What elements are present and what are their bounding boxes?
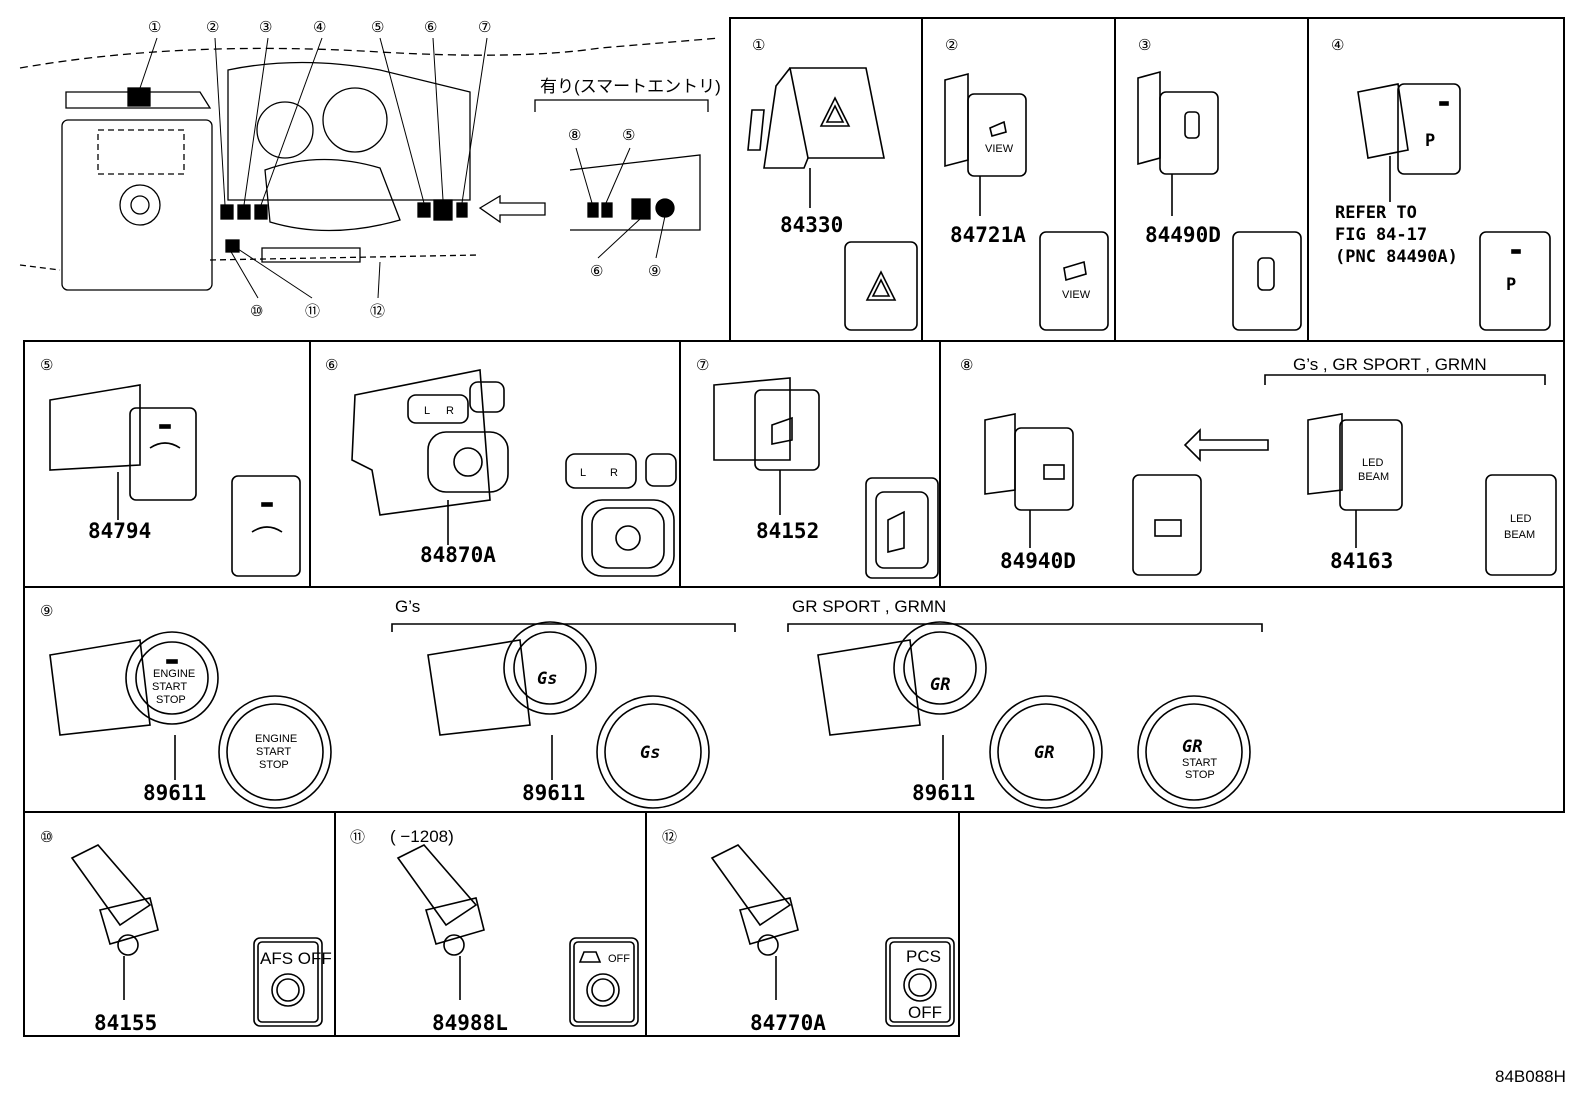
start-text-1: START <box>152 681 187 693</box>
panel-8-part-left: 84940D <box>1000 549 1076 573</box>
p8-switch-drawing <box>984 374 1557 576</box>
panel-8-part-right: 84163 <box>1330 549 1393 573</box>
panel-borders <box>23 17 1565 1037</box>
gs-logo-2: Gs <box>640 743 660 763</box>
inset-callout-5: ⑤ <box>622 127 635 144</box>
panel-2-switch-label: VIEW <box>985 143 1014 155</box>
group-gr-label: GR SPORT , GRMN <box>792 597 946 616</box>
p7-switch-drawing <box>713 377 939 579</box>
gr-stop-text: STOP <box>1185 769 1215 781</box>
p12-switch-drawing <box>710 844 955 1027</box>
panel-8-variant: G’s , GR SPORT , GRMN <box>1293 355 1487 374</box>
callout-10: ⑩ <box>250 303 263 320</box>
panel-11-index: ⑪ <box>350 829 365 846</box>
figure-code: 84B088H <box>1495 1067 1566 1086</box>
p3-switch-drawing <box>1137 70 1302 331</box>
callout-4: ④ <box>313 19 326 36</box>
stop-text-2: STOP <box>259 759 289 771</box>
mirror-switch-drawing <box>351 369 677 577</box>
callout-6: ⑥ <box>424 19 437 36</box>
panel-10-index: ⑩ <box>40 829 53 846</box>
panel-1-part: 84330 <box>780 213 843 237</box>
panel-11-off-label: OFF <box>608 953 630 965</box>
pcs-label: PCS <box>906 947 941 966</box>
panel-11-part: 84988L <box>432 1011 508 1035</box>
mirror-l-label: L <box>424 405 430 417</box>
view-switch-drawing <box>944 72 1109 331</box>
callout-2: ② <box>206 19 219 36</box>
panel-12-part: 84770A <box>750 1011 826 1035</box>
panel-4-refer-3: (PNC 84490A) <box>1335 247 1458 267</box>
panel-2-part: 84721A <box>950 223 1026 247</box>
callout-5: ⑤ <box>371 19 384 36</box>
panel-4-index: ④ <box>1331 37 1344 54</box>
panel-4-refer-2: FIG 84-17 <box>1335 225 1427 245</box>
p11-switch-drawing <box>396 844 639 1027</box>
group-gs-label: G’s <box>395 597 420 616</box>
gs-logo-1: Gs <box>537 669 557 689</box>
engine-text-1: ENGINE <box>153 668 195 680</box>
stop-text-1: STOP <box>156 694 186 706</box>
gr-logo-2: GR <box>1034 743 1054 763</box>
start-button-part-1: 89611 <box>143 781 206 805</box>
panel-5-index: ⑤ <box>40 357 53 374</box>
mirror-r-label: R <box>446 405 454 417</box>
panel-4-switch-label: P <box>1425 131 1435 151</box>
panel-2-index: ② <box>945 37 958 54</box>
p5-switch-drawing <box>49 384 301 577</box>
gr-logo-1: GR <box>930 675 950 695</box>
panel-2-label: VIEW <box>1062 289 1091 301</box>
callout-3: ③ <box>259 19 272 36</box>
callout-1: ① <box>148 19 161 36</box>
led-label-2: BEAM <box>1504 529 1535 541</box>
callout-7: ⑦ <box>478 19 491 36</box>
led-switch-label-2: BEAM <box>1358 471 1389 483</box>
panel-12-index: ⑫ <box>662 829 677 846</box>
panel-11-note: ( −1208) <box>390 827 454 846</box>
mirror-l-label-2: L <box>580 467 586 479</box>
afs-off-label: AFS OFF <box>260 949 332 968</box>
hazard-switch-drawing <box>747 67 918 331</box>
led-switch-label-1: LED <box>1362 457 1383 469</box>
callout-11: ⑪ <box>305 303 320 320</box>
panel-1-index: ① <box>752 37 765 54</box>
panel-7-part: 84152 <box>756 519 819 543</box>
panel-6-index: ⑥ <box>325 357 338 374</box>
mirror-r-label-2: R <box>610 467 618 479</box>
callout-12: ⑫ <box>370 303 385 320</box>
panel-3-index: ③ <box>1138 37 1151 54</box>
panel-9-index: ⑨ <box>40 603 53 620</box>
gr-logo-3: GR <box>1182 737 1202 757</box>
inset-callout-6: ⑥ <box>590 263 603 280</box>
panel-4-refer-1: REFER TO <box>1335 203 1417 223</box>
inset-callout-9: ⑨ <box>648 263 661 280</box>
start-button-part-2: 89611 <box>522 781 585 805</box>
inset-callout-8: ⑧ <box>568 127 581 144</box>
panel-10-part: 84155 <box>94 1011 157 1035</box>
start-button-part-3: 89611 <box>912 781 975 805</box>
panel-5-part: 84794 <box>88 519 151 543</box>
smart-entry-label: 有り(スマートエントリ) <box>540 77 721 96</box>
panel-3-part: 84490D <box>1145 223 1221 247</box>
p9-start-buttons-drawing <box>49 621 1263 809</box>
panel-4-label: P <box>1506 275 1516 295</box>
pcs-off-label: OFF <box>908 1003 942 1022</box>
panel-6-part: 84870A <box>420 543 496 567</box>
p10-switch-drawing <box>70 844 323 1027</box>
panel-7-index: ⑦ <box>696 357 709 374</box>
engine-text-2: ENGINE <box>255 733 297 745</box>
gr-start-text: START <box>1182 757 1217 769</box>
start-text-2: START <box>256 746 291 758</box>
panel-8-index: ⑧ <box>960 357 973 374</box>
led-label-1: LED <box>1510 513 1531 525</box>
p4-switch-drawing <box>1357 83 1551 331</box>
dashboard-overview <box>19 37 721 299</box>
